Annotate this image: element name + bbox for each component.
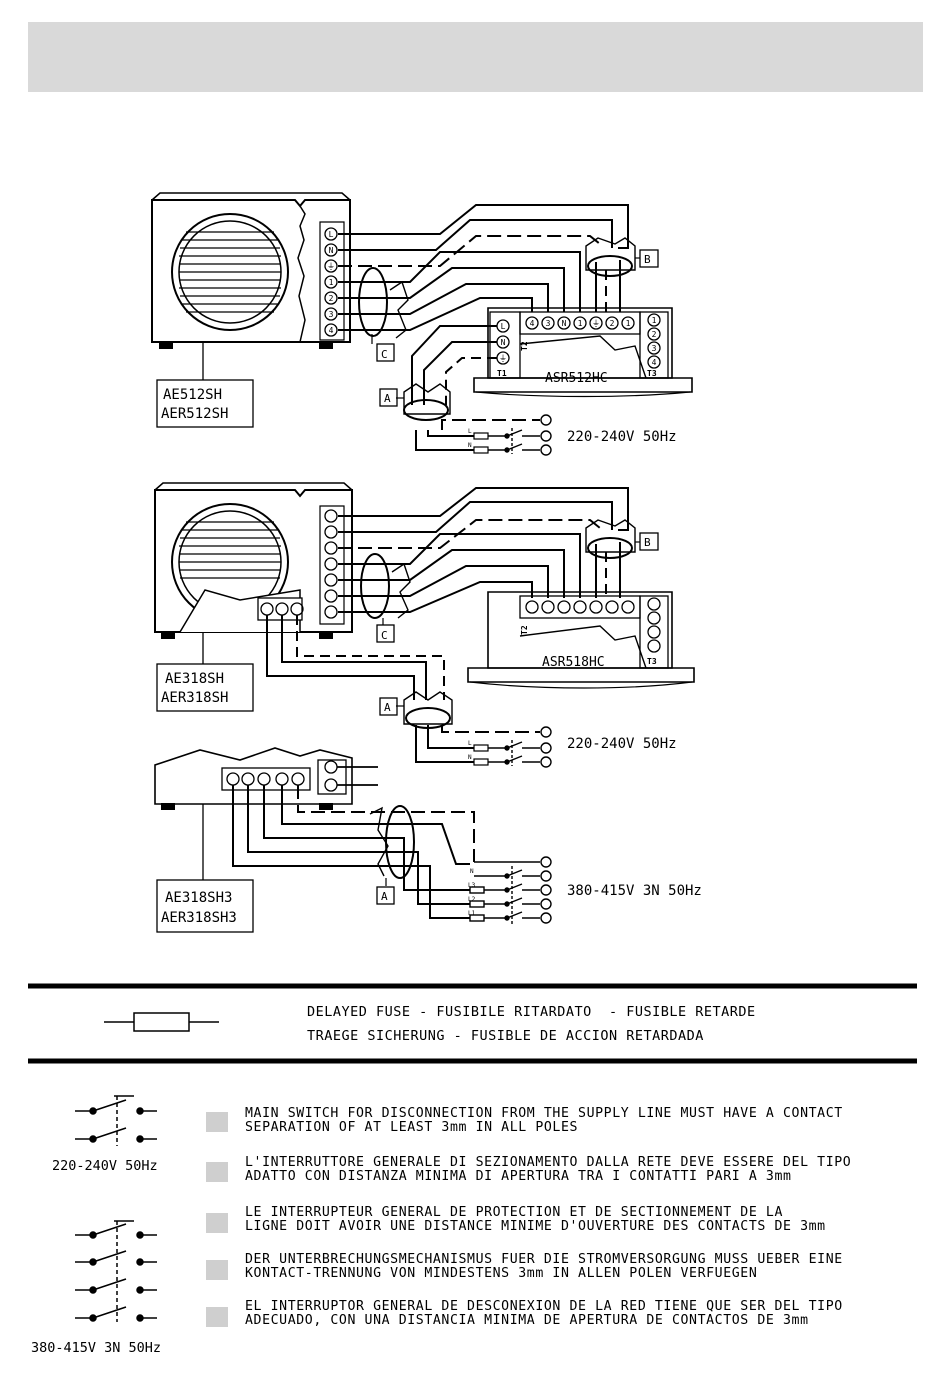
d3-outdoor-model-2: AER318SH3 — [161, 910, 237, 926]
note-es: EL INTERRUPTOR GENERAL DE DESCONEXION DE… — [245, 1300, 843, 1328]
fuse-symbol — [104, 1012, 219, 1032]
switch-label-single: 220-240V 50Hz — [52, 1158, 158, 1174]
d3-line-l2: L2 — [468, 896, 476, 903]
d2-t3-label: T3 — [647, 657, 657, 666]
d1-supply: 220-240V 50Hz — [567, 429, 677, 445]
fan-grille — [179, 231, 281, 313]
switch-symbol-three-phase — [75, 1220, 157, 1322]
d3-line-n: N — [470, 868, 474, 875]
d3-supply: 380-415V 3N 50Hz — [567, 883, 702, 899]
note-it: L'INTERRUTTORE GENERALE DI SEZIONAMENTO … — [245, 1156, 852, 1184]
outdoor-unit-1 — [151, 192, 351, 349]
d1-t3-1: 1 — [652, 316, 657, 325]
d3-outdoor-model-1: AE318SH3 — [165, 890, 232, 906]
d2-supply: 220-240V 50Hz — [567, 736, 677, 752]
note-marker-it — [206, 1162, 228, 1182]
d2-outdoor-model-2: AER318SH — [161, 690, 228, 706]
d1-t1-earth: ⏚ — [499, 354, 507, 363]
d1-ot-4: 4 — [329, 326, 334, 335]
d2-t2-label: T2 — [520, 625, 529, 635]
d1-t2-label: T2 — [520, 341, 529, 351]
d1-t3-3: 3 — [652, 344, 657, 353]
header-bar — [28, 22, 923, 92]
note-en: MAIN SWITCH FOR DISCONNECTION FROM THE S… — [245, 1107, 843, 1135]
d1-t2-earth: ⏚ — [592, 319, 600, 328]
d2-label-c: C — [381, 629, 388, 642]
d1-ot-earth: ⏚ — [327, 262, 335, 271]
d1-t1-l: L — [501, 322, 506, 331]
d1-ot-l: L — [329, 230, 334, 239]
d2-line-n: N — [468, 754, 472, 761]
note-marker-fr — [206, 1213, 228, 1233]
outdoor-terminals-1 — [324, 227, 338, 337]
d1-t2-n: N — [562, 319, 567, 328]
indoor-unit-1 — [473, 307, 693, 398]
d1-line-n: N — [468, 442, 472, 449]
d1-t2-4: 4 — [530, 319, 535, 328]
note-marker-de — [206, 1260, 228, 1280]
d2-label-a: A — [384, 701, 391, 714]
d1-t2-2: 2 — [610, 319, 615, 328]
d1-t3-2: 2 — [652, 330, 657, 339]
fuse-legend-line-2: TRAEGE SICHERUNG - FUSIBLE DE ACCION RET… — [307, 1028, 704, 1044]
d1-label-a: A — [384, 392, 391, 405]
d1-indoor-model: ASR512HC — [545, 371, 608, 386]
note-marker-en — [206, 1112, 228, 1132]
d1-t2-1b: 1 — [626, 319, 631, 328]
diagram-2 — [154, 482, 695, 768]
d1-ot-3: 3 — [329, 310, 334, 319]
d1-outdoor-model-2: AER512SH — [161, 406, 228, 422]
note-marker-es — [206, 1307, 228, 1327]
d2-indoor-model: ASR518HC — [542, 655, 605, 670]
fuse-legend-line-1: DELAYED FUSE - FUSIBILE RITARDATO - FUSI… — [307, 1004, 756, 1020]
d3-line-l3: L3 — [468, 882, 476, 889]
note-fr: LE INTERRUPTEUR GENERAL DE PROTECTION ET… — [245, 1206, 826, 1234]
d1-ot-n: N — [329, 246, 334, 255]
d1-line-l: L — [468, 428, 472, 435]
d3-line-l1: L1 — [468, 910, 476, 917]
diagram-1 — [151, 192, 693, 456]
note-de: DER UNTERBRECHUNGSMECHANISMUS FUER DIE S… — [245, 1253, 843, 1281]
d1-t1-n: N — [501, 338, 506, 347]
d1-t1-label: T1 — [497, 369, 507, 378]
d1-t3-label: T3 — [647, 369, 657, 378]
d1-ot-2: 2 — [329, 294, 334, 303]
d1-ot-1: 1 — [329, 278, 334, 287]
d2-label-b: B — [644, 536, 651, 549]
d2-outdoor-model-1: AE318SH — [165, 671, 224, 687]
diagram-3 — [154, 747, 552, 933]
d1-t2-1: 1 — [578, 319, 583, 328]
d1-t3-4: 4 — [652, 358, 657, 367]
d1-label-c: C — [381, 348, 388, 361]
d1-label-b: B — [644, 253, 651, 266]
d3-label-a: A — [381, 890, 388, 903]
d1-outdoor-model-1: AE512SH — [163, 387, 222, 403]
switch-label-three: 380-415V 3N 50Hz — [31, 1340, 162, 1356]
switch-symbol-single — [75, 1095, 157, 1146]
d1-t2-3: 3 — [546, 319, 551, 328]
d2-line-l: L — [468, 740, 472, 747]
